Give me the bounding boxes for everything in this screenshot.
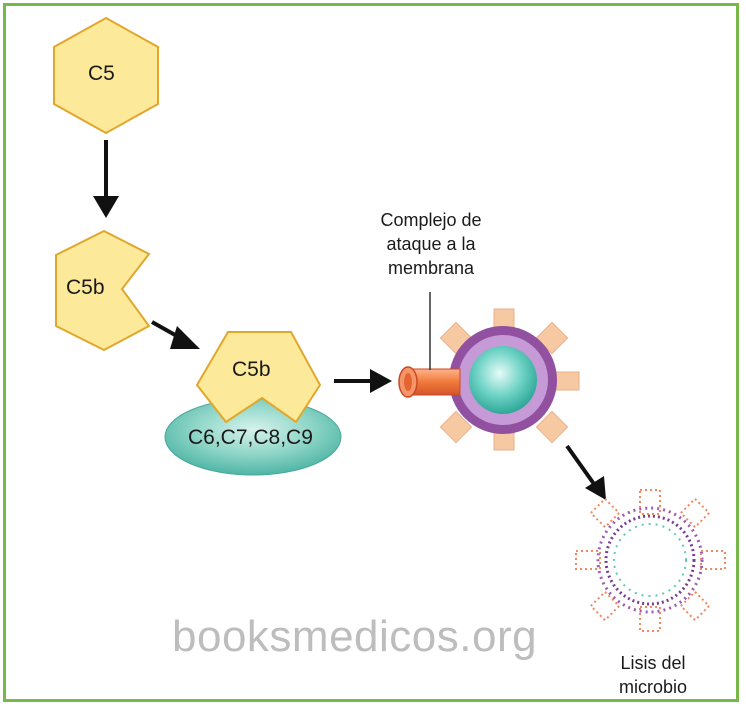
c5-hexagon (53, 16, 159, 135)
c5b-bound-label: C5b (232, 358, 271, 381)
c5-label: C5 (88, 62, 115, 85)
lysed-microbe (575, 489, 726, 632)
arrow-to-lysis (565, 444, 606, 500)
lysis-caption-line-2: microbio (618, 677, 688, 697)
c5b-bound-hexagon (195, 331, 322, 424)
arrow-to-complex (151, 320, 200, 349)
mac-caption: Complejo de ataque a la membrana (356, 208, 506, 280)
microbe-core (469, 346, 537, 414)
lysis-caption: Lisis del microbio (598, 651, 708, 699)
figure-border (3, 3, 739, 702)
arrow-to-mac (334, 369, 392, 393)
c5b-cleaved-label: C5b (66, 276, 105, 299)
arrow-down (93, 140, 119, 218)
complex-components-label: C6,C7,C8,C9 (188, 426, 313, 449)
mac-caption-line-2: ataque a la (386, 234, 476, 254)
watermark: booksmedicos.org (172, 612, 538, 661)
lysis-caption-line-1: Lisis del (620, 653, 686, 673)
c5b-cleaved-hexagon (55, 229, 151, 352)
mac-caption-line-1: Complejo de (380, 210, 482, 230)
mac-caption-line-3: membrana (387, 258, 475, 278)
mac-channel (398, 366, 461, 398)
